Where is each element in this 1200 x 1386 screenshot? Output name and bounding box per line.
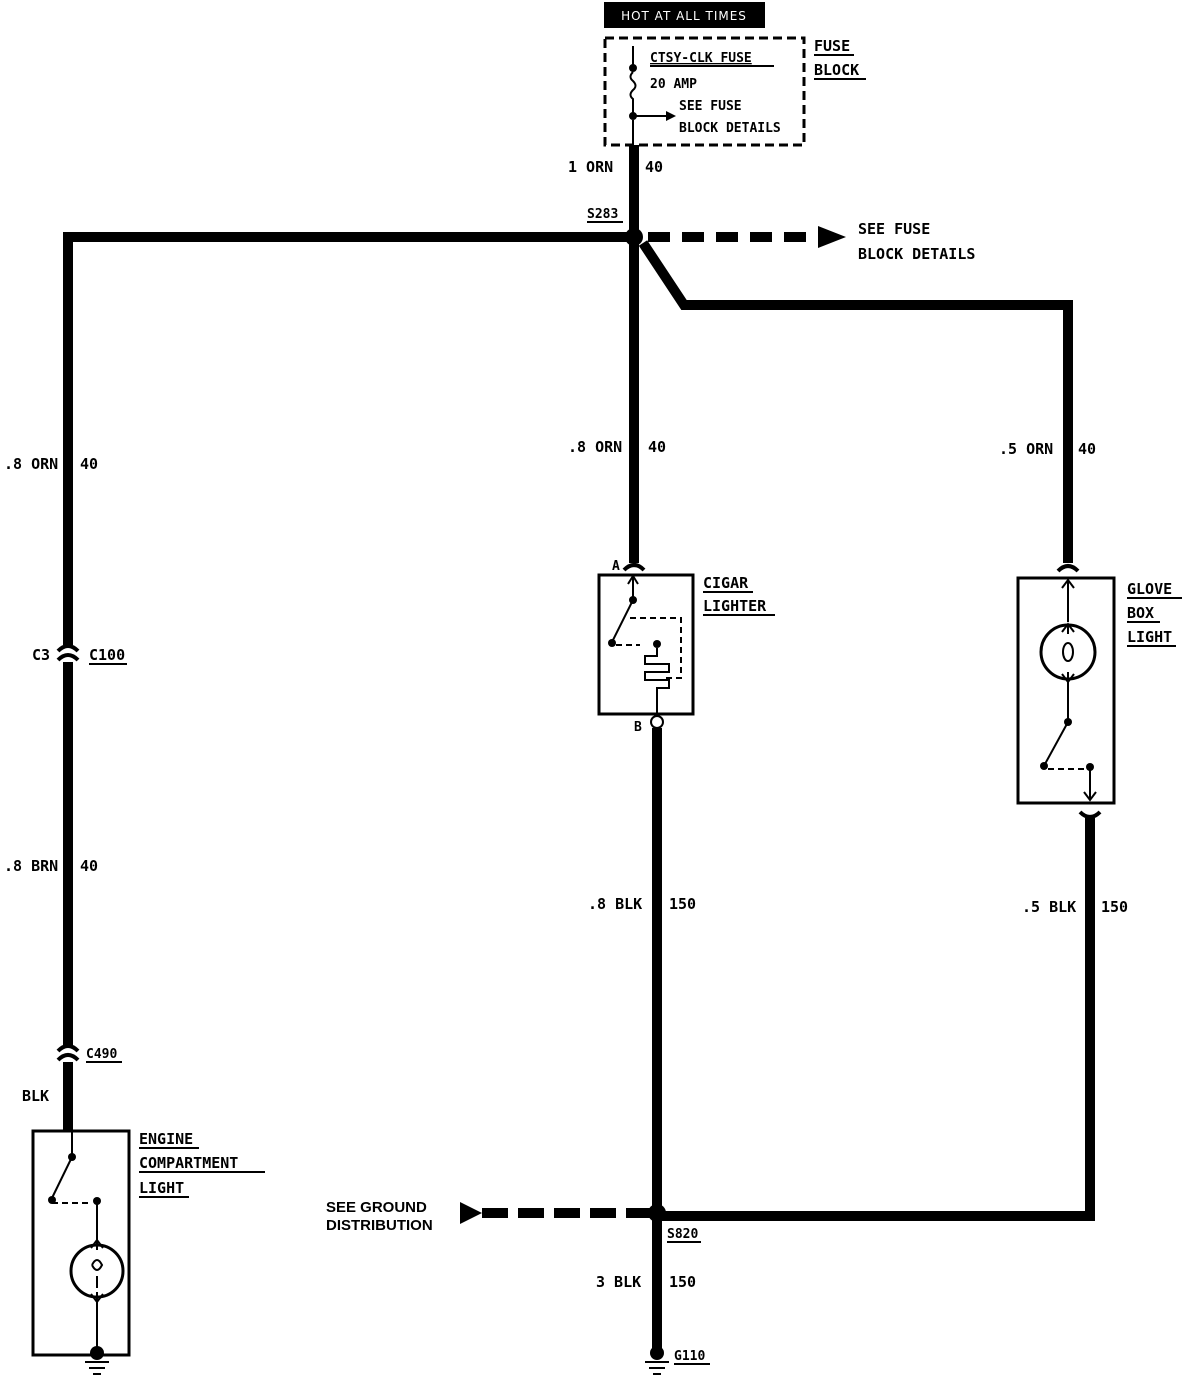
wire-mid-upper-size: .8 ORN — [568, 438, 622, 456]
hot-at-all-times-label: HOT AT ALL TIMES — [621, 9, 747, 23]
wire-right-upper-circuit: 40 — [1078, 440, 1096, 458]
wire-left-upper-circuit: 40 — [80, 455, 98, 473]
fuse-rating: 20 AMP — [650, 77, 697, 92]
glove-box-bulb-icon — [1039, 578, 1097, 684]
engine-light-bulb-icon — [69, 1238, 125, 1350]
splice-s820-label: S820 — [667, 1227, 698, 1242]
wire-mid-lower-size: .8 BLK — [588, 895, 642, 913]
engine-light-label-3: LIGHT — [139, 1179, 184, 1197]
wire-left-lower-circuit: 40 — [80, 857, 98, 875]
wire-left-lower-size: .8 BRN — [4, 857, 58, 875]
wire-right-upper-size: .5 ORN — [999, 440, 1053, 458]
connector-c3-c100 — [56, 644, 80, 662]
fuse-name: CTSY-CLK FUSE — [650, 51, 752, 66]
fuse-block-outline — [603, 36, 806, 147]
engine-light-label-2: COMPARTMENT — [139, 1154, 238, 1172]
wire-left-upper-size: .8 ORN — [4, 455, 58, 473]
wire-right-lower-circuit: 150 — [1101, 898, 1128, 916]
connector-c100-label: C100 — [89, 646, 125, 664]
wire-mid-upper-circuit: 40 — [648, 438, 666, 456]
engine-ground-icon — [85, 1346, 109, 1375]
connector-c490 — [56, 1044, 80, 1062]
cigar-pin-b-terminal — [650, 715, 664, 729]
fuse-icon — [629, 46, 676, 145]
splice-s283-label: S283 — [587, 207, 618, 222]
fuse-block-label-2: BLOCK — [814, 61, 859, 79]
wire-right-upper — [638, 240, 1073, 563]
cigar-pin-b-label: B — [634, 720, 642, 735]
cigar-lighter-label-2: LIGHTER — [703, 597, 767, 615]
engine-light-label-1: ENGINE — [139, 1130, 193, 1148]
ground-g110-label: G110 — [674, 1349, 705, 1364]
splice-see-details-1: SEE FUSE — [858, 220, 930, 238]
glove-box-label-1: GLOVE — [1127, 580, 1172, 598]
ground-see-label-2: DISTRIBUTION — [326, 1217, 433, 1234]
ground-g110-icon — [645, 1346, 669, 1375]
engine-light-switch-icon — [48, 1131, 101, 1240]
fuse-see-details-1: SEE FUSE — [679, 99, 742, 114]
cigar-pin-a-label: A — [612, 559, 620, 574]
hot-at-all-times-tag — [604, 2, 765, 28]
splice-see-details-2: BLOCK DETAILS — [858, 245, 975, 263]
cigar-lighter-element-icon — [608, 574, 682, 716]
connector-c3-label: C3 — [32, 646, 50, 664]
fuse-block-label-1: FUSE — [814, 37, 850, 55]
wire-mid-lower-circuit: 150 — [669, 895, 696, 913]
glove-box-light-box — [1016, 576, 1116, 805]
cigar-lighter-label-1: CIGAR — [703, 574, 749, 592]
engine-light-box — [31, 1129, 131, 1357]
glove-box-switch-icon — [1040, 682, 1097, 802]
cigar-pin-a-connector — [622, 563, 646, 572]
wire-top-size: 1 ORN — [568, 158, 613, 176]
ground-see-label-1: SEE GROUND — [326, 1199, 427, 1216]
glove-box-label-3: LIGHT — [1127, 628, 1172, 646]
wire-left-upper — [63, 232, 630, 645]
glove-box-bottom-connector — [1078, 810, 1102, 819]
connector-c490-label: C490 — [86, 1047, 117, 1062]
wire-top-circuit: 40 — [645, 158, 663, 176]
glove-box-top-connector — [1056, 564, 1080, 573]
ground-distribution-arrow — [460, 1202, 482, 1224]
wire-engine-feed-label: BLK — [22, 1087, 49, 1105]
wire-right-lower-size: .5 BLK — [1022, 898, 1076, 916]
glove-box-label-2: BOX — [1127, 604, 1154, 622]
wire-right-lower — [657, 818, 1095, 1221]
fuse-see-details-2: BLOCK DETAILS — [679, 121, 781, 136]
wire-ground-size: 3 BLK — [596, 1273, 641, 1291]
wire-ground-circuit: 150 — [669, 1273, 696, 1291]
